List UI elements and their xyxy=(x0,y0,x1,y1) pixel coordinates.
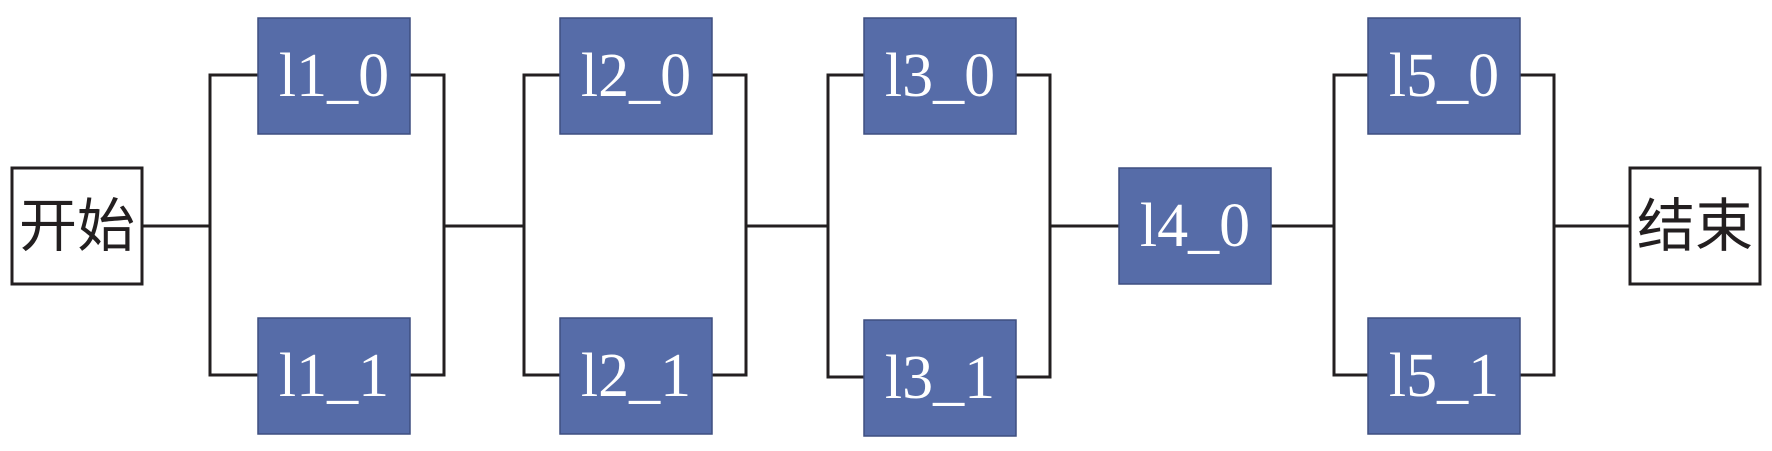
connector-stage2-merge xyxy=(710,73,748,377)
end-label: 结束 xyxy=(1637,192,1753,260)
node-l4-0: l4_0 xyxy=(1118,167,1272,285)
node-l2-0: l2_0 xyxy=(559,17,713,135)
connector-lines xyxy=(142,73,1632,379)
connector-stage1-split xyxy=(208,73,260,377)
connector-stage3-split xyxy=(826,73,866,379)
connector-stage1-merge xyxy=(408,73,446,377)
node-l5-1-label: l5_1 xyxy=(1389,342,1499,410)
node-l1-0: l1_0 xyxy=(257,17,411,135)
node-l3-1: l3_1 xyxy=(863,319,1017,437)
start-node: 开始 xyxy=(10,166,144,286)
node-l1-1-label: l1_1 xyxy=(279,342,389,410)
node-l5-0: l5_0 xyxy=(1367,17,1521,135)
node-l3-0: l3_0 xyxy=(863,17,1017,135)
connector-stage5-merge xyxy=(1518,73,1556,377)
node-l1-0-label: l1_0 xyxy=(279,42,389,110)
node-l2-1-label: l2_1 xyxy=(581,342,691,410)
node-l5-1: l5_1 xyxy=(1367,317,1521,435)
node-l2-1: l2_1 xyxy=(559,317,713,435)
node-l4-0-label: l4_0 xyxy=(1140,192,1250,260)
node-l3-1-label: l3_1 xyxy=(885,344,995,412)
node-l5-0-label: l5_0 xyxy=(1389,42,1499,110)
node-l1-1: l1_1 xyxy=(257,317,411,435)
connector-stage2-split xyxy=(522,73,562,377)
connector-stage5-split xyxy=(1332,73,1370,377)
start-label: 开始 xyxy=(19,192,135,260)
end-node: 结束 xyxy=(1628,166,1762,286)
node-l2-0-label: l2_0 xyxy=(581,42,691,110)
connector-stage3-merge xyxy=(1014,73,1052,379)
node-l3-0-label: l3_0 xyxy=(885,42,995,110)
